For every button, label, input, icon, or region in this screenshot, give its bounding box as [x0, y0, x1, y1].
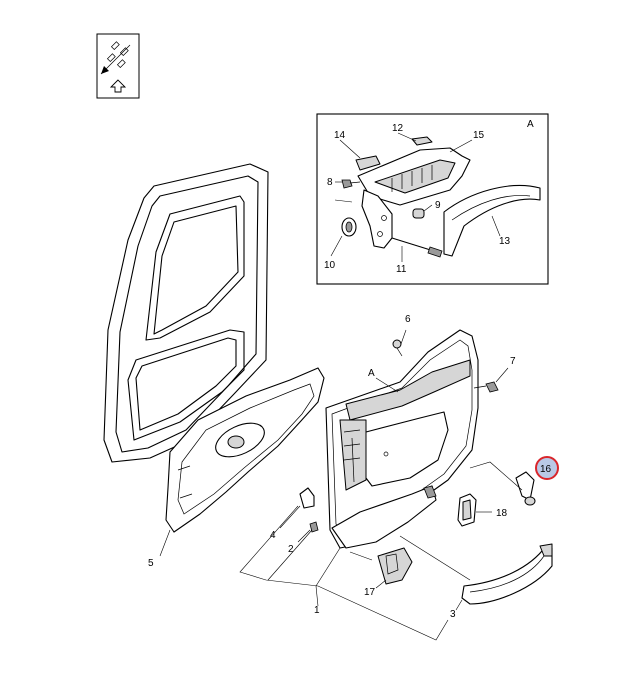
clip-6: 6: [392, 314, 411, 357]
callout-12: 12: [392, 123, 404, 134]
screw-7: 7: [473, 356, 516, 393]
callout-9: 9: [435, 200, 441, 211]
cover-18: 18: [457, 493, 508, 527]
callout-4: 4: [270, 530, 276, 541]
callout-7: 7: [510, 356, 516, 367]
handle-16: 16: [469, 456, 559, 506]
door-trim-panel-5: [165, 367, 325, 533]
callout-10: 10: [324, 260, 336, 271]
callout-6: 6: [405, 314, 411, 325]
callout-2: 2: [288, 544, 294, 555]
callout-1: 1: [314, 605, 320, 616]
door-panel-1: A: [325, 329, 479, 549]
callout-15: 15: [473, 130, 485, 141]
vehicle-direction-arrow-icon: [96, 33, 140, 99]
callout-17: 17: [364, 587, 376, 598]
plug-4: 4: [270, 487, 315, 541]
detail-view-a: A 14 12: [316, 113, 549, 285]
detail-view-label: A: [527, 119, 534, 130]
callout-3: 3: [450, 609, 456, 620]
highlight-ring: [535, 456, 559, 480]
pocket-17: 17: [364, 547, 413, 598]
callout-18: 18: [496, 508, 508, 519]
clip-2: 2: [288, 521, 319, 555]
callout-8: 8: [327, 177, 333, 188]
armrest-3: 3: [450, 543, 553, 620]
callout-16: 16: [540, 464, 552, 475]
callout-14: 14: [334, 130, 346, 141]
callout-11: 11: [396, 264, 407, 275]
callout-5: 5: [148, 558, 154, 569]
callout-13: 13: [499, 236, 511, 247]
main-view-ref-label: A: [368, 368, 375, 379]
assembly-lines: 1: [239, 505, 471, 641]
